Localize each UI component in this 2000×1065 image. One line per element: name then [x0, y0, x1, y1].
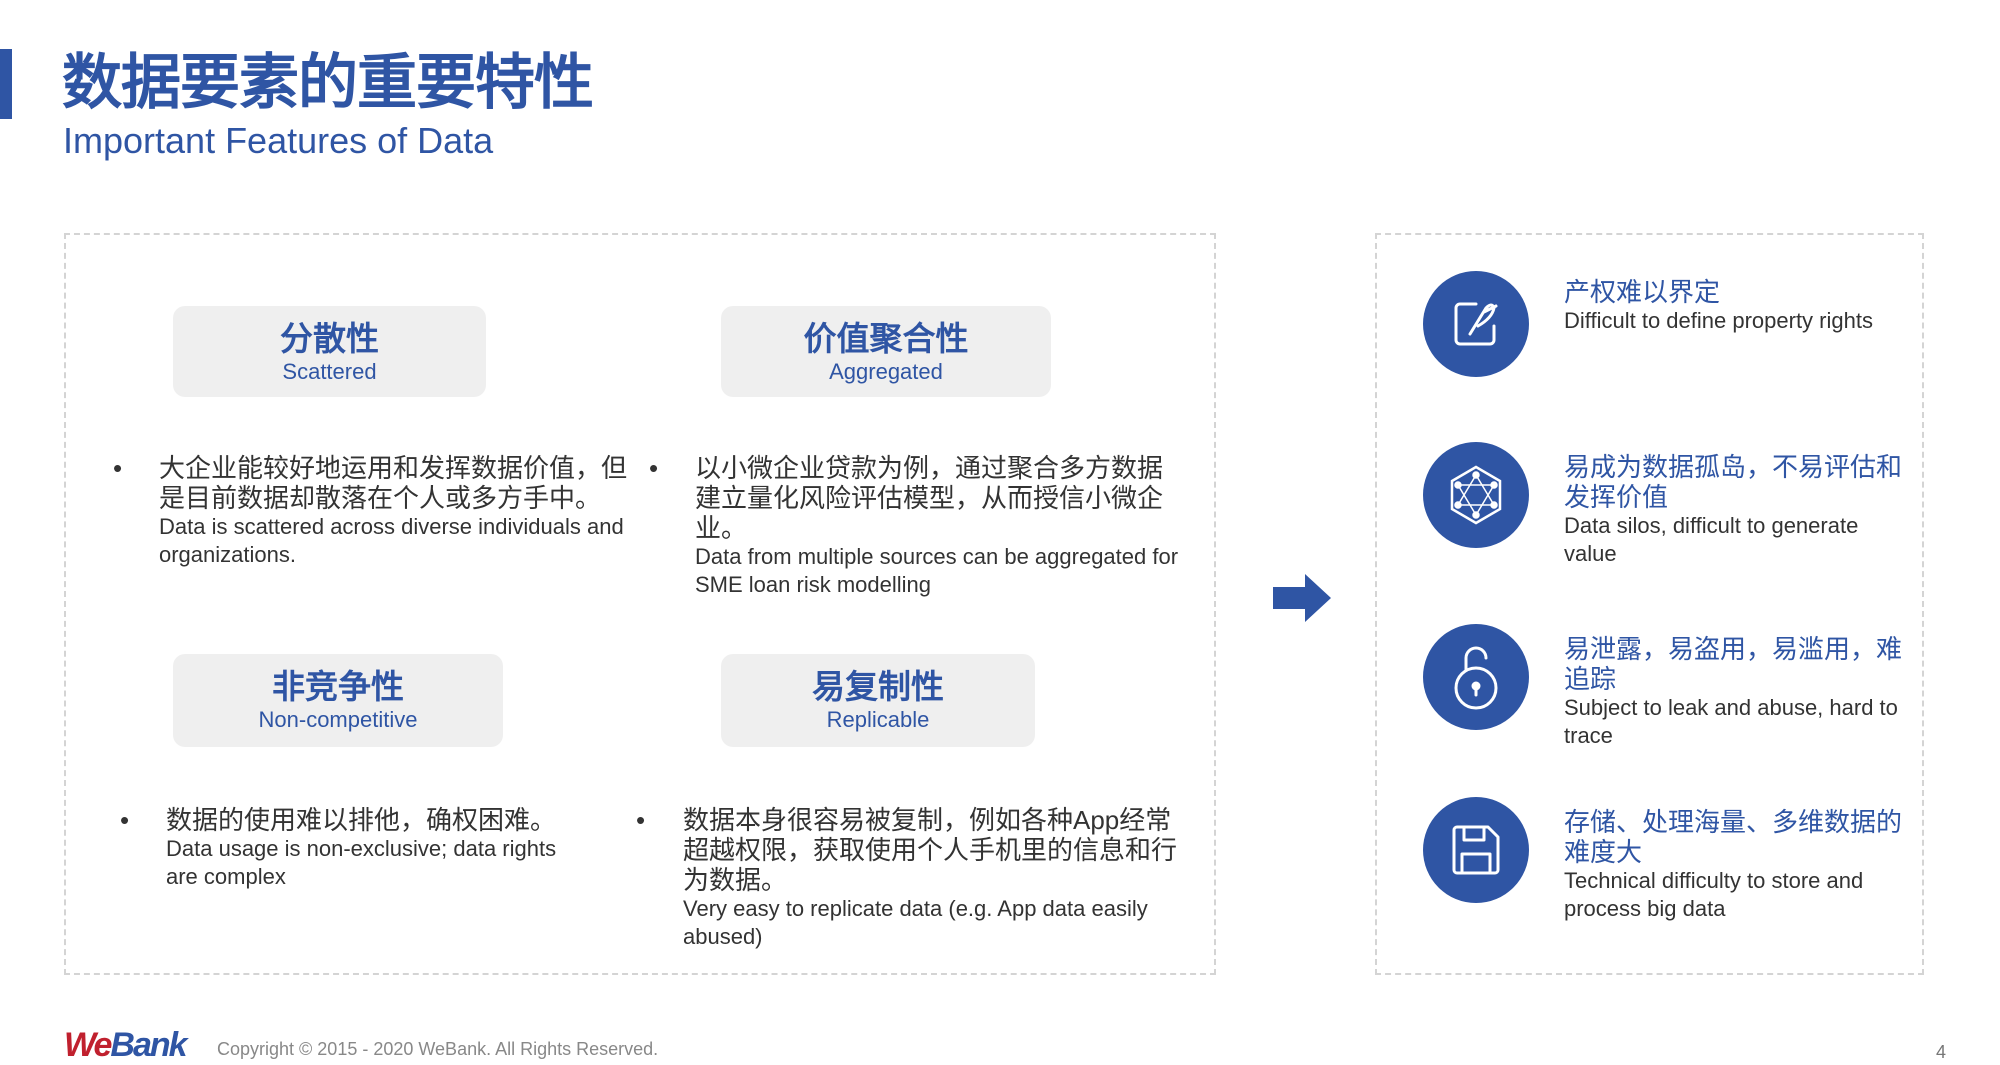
unlock-icon [1423, 624, 1529, 730]
challenge-big-data: 存储、处理海量、多维数据的难度大 Technical difficulty to… [1564, 807, 1909, 923]
feature-label-scattered: 分散性 Scattered [173, 306, 486, 397]
challenge-title: 产权难以界定 [1564, 277, 1721, 307]
challenge-property-rights: 产权难以界定 Difficult to define property righ… [1564, 277, 1909, 335]
challenge-data-silos: 易成为数据孤岛，不易评估和发挥价值 Data silos, difficult … [1564, 452, 1909, 568]
challenge-description: Difficult to define property rights [1564, 308, 1873, 333]
description-zh: 大企业能较好地运用和发挥数据价值，但是目前数据却散落在个人或多方手中。 [159, 453, 628, 513]
edit-icon [1423, 271, 1529, 377]
feature-description-aggregated: 以小微企业贷款为例，通过聚合多方数据建立量化风险评估模型，从而授信小微企业。 D… [695, 453, 1185, 599]
feature-label-en: Non-competitive [258, 707, 418, 732]
description-en: Data from multiple sources can be aggreg… [695, 544, 1179, 597]
feature-label-zh: 易复制性 [812, 668, 944, 705]
challenge-leak-abuse: 易泄露，易盗用，易滥用，难追踪 Subject to leak and abus… [1564, 634, 1909, 750]
challenge-title: 存储、处理海量、多维数据的难度大 [1564, 807, 1903, 867]
feature-label-replicable: 易复制性 Replicable [721, 654, 1035, 747]
challenge-description: Technical difficulty to store and proces… [1564, 868, 1864, 921]
feature-description-replicable: 数据本身很容易被复制，例如各种App经常超越权限，获取使用个人手机里的信息和行为… [683, 805, 1183, 951]
network-icon [1423, 442, 1529, 548]
feature-label-non-competitive: 非竞争性 Non-competitive [173, 654, 503, 747]
logo-bank: Bank [110, 1026, 187, 1064]
feature-label-zh: 非竞争性 [272, 668, 404, 705]
challenge-title: 易泄露，易盗用，易滥用，难追踪 [1564, 634, 1903, 694]
challenge-description: Subject to leak and abuse, hard to trace [1564, 695, 1898, 748]
title-accent-bar [0, 49, 12, 119]
logo-we: We [64, 1026, 112, 1064]
page-title: 数据要素的重要特性 [62, 49, 594, 116]
challenge-title: 易成为数据孤岛，不易评估和发挥价值 [1564, 452, 1903, 512]
challenges-panel [1375, 233, 1924, 975]
feature-label-zh: 价值聚合性 [803, 320, 969, 357]
bullet-marker: • [113, 453, 123, 483]
page-number: 4 [1936, 1042, 1947, 1062]
feature-description-non-competitive: 数据的使用难以排他，确权困难。 Data usage is non-exclus… [166, 805, 566, 891]
feature-label-aggregated: 价值聚合性 Aggregated [721, 306, 1051, 397]
bullet-marker: • [120, 805, 130, 835]
description-en: Data is scattered across diverse individ… [159, 514, 624, 567]
description-zh: 数据本身很容易被复制，例如各种App经常超越权限，获取使用个人手机里的信息和行为… [683, 805, 1178, 895]
bullet-marker: • [636, 805, 646, 835]
webank-logo: WeBank [64, 1026, 188, 1065]
feature-label-en: Replicable [826, 707, 930, 732]
description-en: Data usage is non-exclusive; data rights… [166, 836, 557, 889]
feature-label-en: Aggregated [829, 359, 943, 384]
challenge-description: Data silos, difficult to generate value [1564, 513, 1859, 566]
page-subtitle: Important Features of Data [63, 120, 494, 161]
bullet-marker: • [649, 453, 659, 483]
features-panel [64, 233, 1216, 975]
description-zh: 数据的使用难以排他，确权困难。 [166, 805, 557, 835]
right-arrow-icon [1273, 574, 1331, 622]
feature-label-en: Scattered [282, 359, 377, 384]
description-zh: 以小微企业贷款为例，通过聚合多方数据建立量化风险评估模型，从而授信小微企业。 [695, 453, 1164, 543]
feature-label-zh: 分散性 [280, 320, 379, 357]
description-en: Very easy to replicate data (e.g. App da… [683, 896, 1148, 949]
copyright-text: Copyright © 2015 - 2020 WeBank. All Righ… [217, 1039, 659, 1059]
save-icon [1423, 797, 1529, 903]
feature-description-scattered: 大企业能较好地运用和发挥数据价值，但是目前数据却散落在个人或多方手中。 Data… [159, 453, 629, 569]
